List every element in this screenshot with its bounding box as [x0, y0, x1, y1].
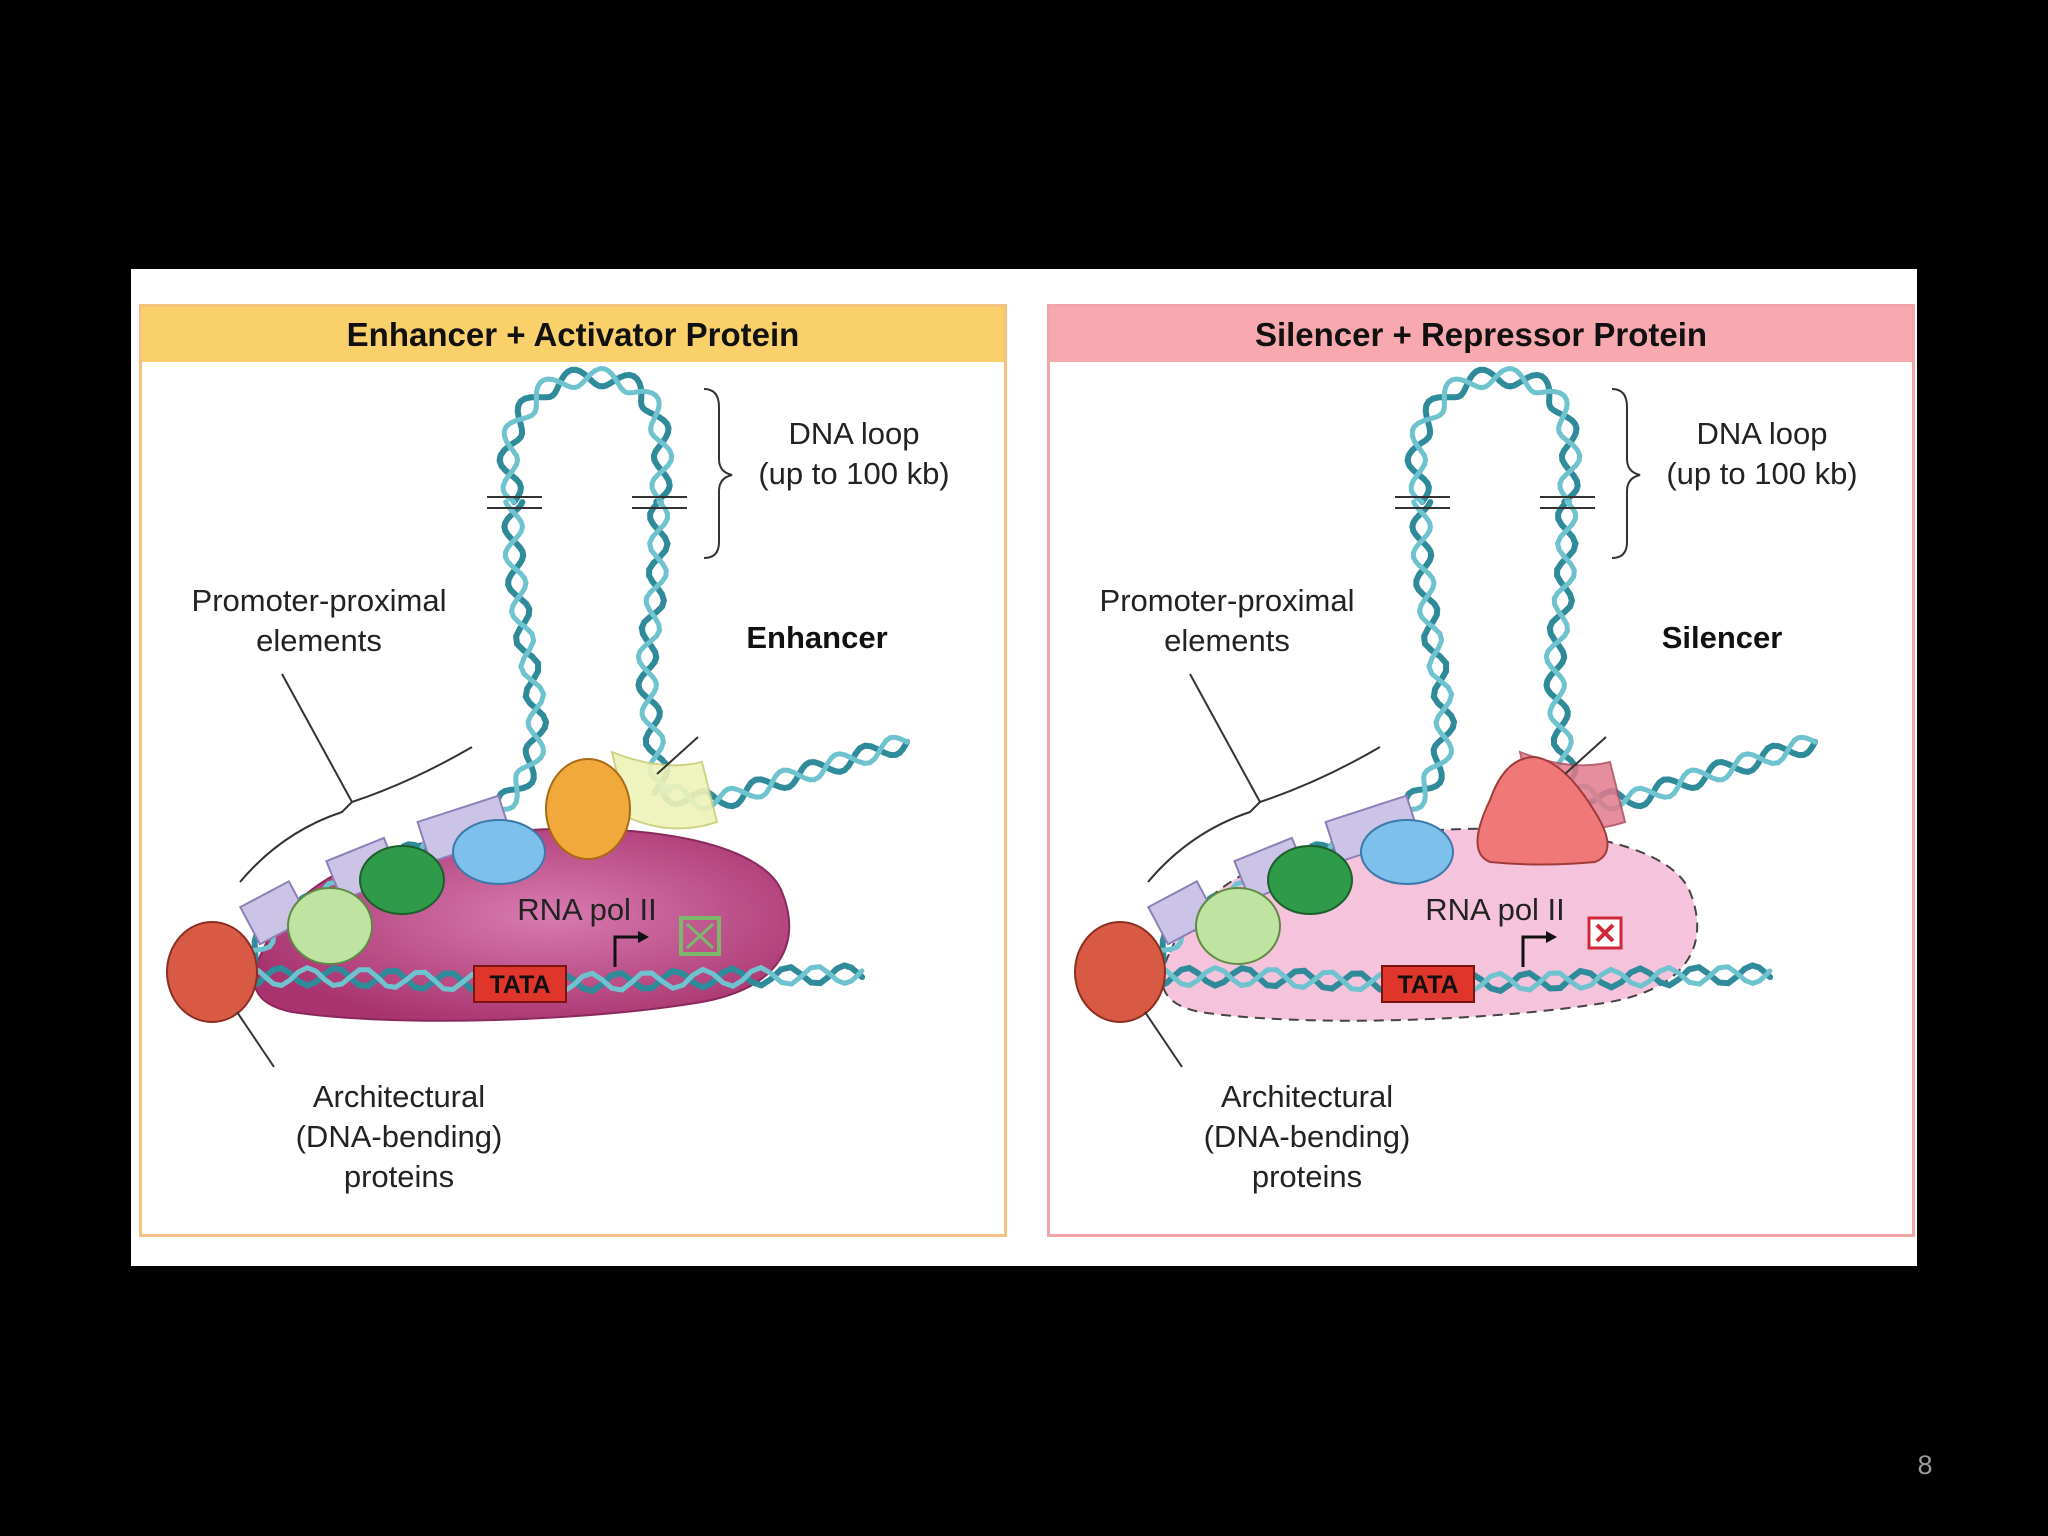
enhancer-element [610, 750, 719, 830]
dna-strand [1408, 366, 1583, 505]
enhancer-leader [656, 736, 699, 775]
promoter-proximal-label: Promoter-proximal [1100, 583, 1355, 618]
architectural-protein [1074, 921, 1166, 1023]
dna-strand [635, 499, 671, 797]
tata-box [1381, 965, 1475, 1003]
transcription-start-arrow [613, 935, 642, 967]
enhancer-diagram: TATA DNA loop (up to 100 kb [166, 366, 950, 1194]
dna-loop-size-label: (up to 100 kb) [758, 456, 949, 491]
architectural-label-line2: (DNA-bending) [1204, 1119, 1411, 1154]
dna-loop-bracket [703, 388, 733, 559]
rna-pol-ii-label: RNA pol II [1425, 892, 1565, 927]
dna-strand [1543, 499, 1580, 794]
repressor-protein [1476, 755, 1609, 866]
dark-green-protein [359, 845, 445, 915]
dna-strand [500, 366, 675, 505]
architectural-protein [166, 921, 258, 1023]
tata-box [473, 965, 567, 1003]
active-transcription-icon [679, 916, 721, 956]
panel-silencer: Silencer + Repressor Protein [1047, 304, 1915, 1237]
architectural-label: Architectural [1221, 1079, 1393, 1114]
blue-protein [1360, 819, 1454, 885]
tata-label: TATA [1397, 971, 1458, 999]
dna-strand [635, 499, 672, 794]
light-green-protein [287, 887, 373, 965]
promoter-proximal-label-line2: elements [256, 623, 382, 658]
silencer-leader [1564, 736, 1607, 775]
light-green-protein [1195, 887, 1281, 965]
architectural-label-line3: proteins [344, 1159, 454, 1194]
dna-loop-label: DNA loop [1697, 416, 1828, 451]
architectural-leader [1144, 1011, 1183, 1068]
blue-protein [452, 819, 546, 885]
transcription-start-arrow [1521, 935, 1550, 967]
dna-loop-bracket [1611, 388, 1641, 559]
dna-loop-label: DNA loop [789, 416, 920, 451]
promoter-proximal-bracket [239, 746, 473, 883]
dna-loop-size-label: (up to 100 kb) [1666, 456, 1857, 491]
architectural-label-line2: (DNA-bending) [296, 1119, 503, 1154]
silencer-diagram: TATA DNA loop (up to 100 kb) Promoter-pr… [1074, 366, 1858, 1194]
silencer-label: Silencer [1662, 620, 1783, 655]
activator-protein [545, 758, 631, 860]
loop-break-marks [487, 496, 687, 509]
panel-title: Silencer + Repressor Protein [1050, 307, 1912, 362]
architectural-label-line3: proteins [1252, 1159, 1362, 1194]
figure: Enhancer + Activator Protein [131, 269, 1917, 1266]
enhancer-label: Enhancer [746, 620, 887, 655]
page-number: 8 [1917, 1450, 1933, 1480]
dark-green-protein [1267, 845, 1353, 915]
promoter-proximal-label-line2: elements [1164, 623, 1290, 658]
panel-title: Enhancer + Activator Protein [142, 307, 1004, 362]
dna-strand [1543, 499, 1579, 797]
rna-pol-ii-label: RNA pol II [517, 892, 657, 927]
tata-label: TATA [489, 971, 550, 999]
promoter-proximal-label: Promoter-proximal [192, 583, 447, 618]
architectural-leader [236, 1011, 275, 1068]
architectural-label: Architectural [313, 1079, 485, 1114]
loop-break-marks [1395, 496, 1595, 509]
panel-enhancer: Enhancer + Activator Protein [139, 304, 1007, 1237]
promoter-proximal-bracket [1147, 746, 1381, 883]
